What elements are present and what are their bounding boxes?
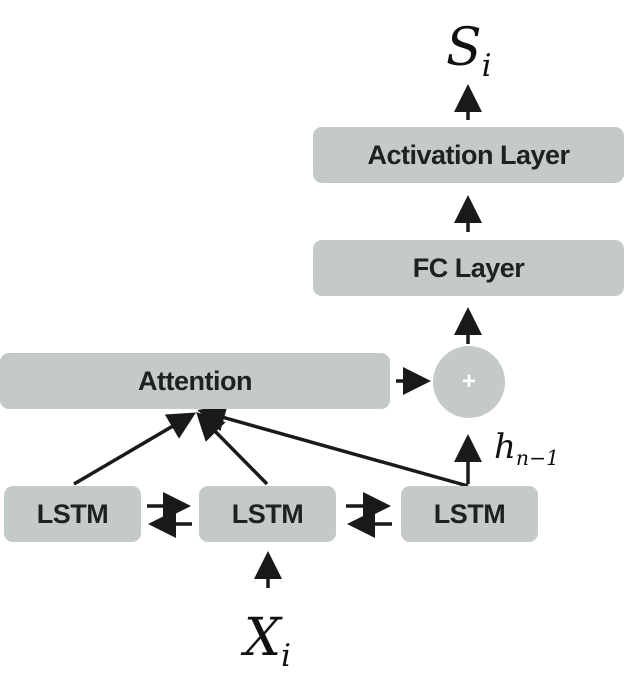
hidden-state-subscript: n−1 [515,446,560,471]
lstm-cell-3-label: LSTM [433,498,506,529]
hidden-state-label: hn−1 [494,430,559,469]
input-label: Xi [244,612,291,672]
lstm-cell-2-label: LSTM [231,498,304,529]
output-symbol: S [446,18,482,78]
output-subscript: i [481,47,492,84]
sum-node: + [433,346,505,418]
hidden-state-symbol: h [494,427,516,467]
input-symbol: X [244,608,282,668]
lstm-cell-1-label: LSTM [36,498,109,529]
output-label: Si [446,22,492,82]
arrow-lstm3-to-attention [197,404,469,488]
fc-layer-box: FC Layer [313,240,624,296]
arrow-lstm1-to-attention [73,412,197,486]
activation-layer-label: Activation Layer [367,139,570,170]
lstm-cell-3: LSTM [401,486,538,542]
input-subscript: i [281,637,292,674]
lstm-cell-2: LSTM [199,486,336,542]
fc-layer-label: FC Layer [412,252,525,283]
plus-icon: + [461,368,476,395]
attention-label: Attention [138,365,252,396]
attention-box: Attention [0,353,390,409]
lstm-cell-1: LSTM [4,486,141,542]
activation-layer-box: Activation Layer [313,127,624,183]
